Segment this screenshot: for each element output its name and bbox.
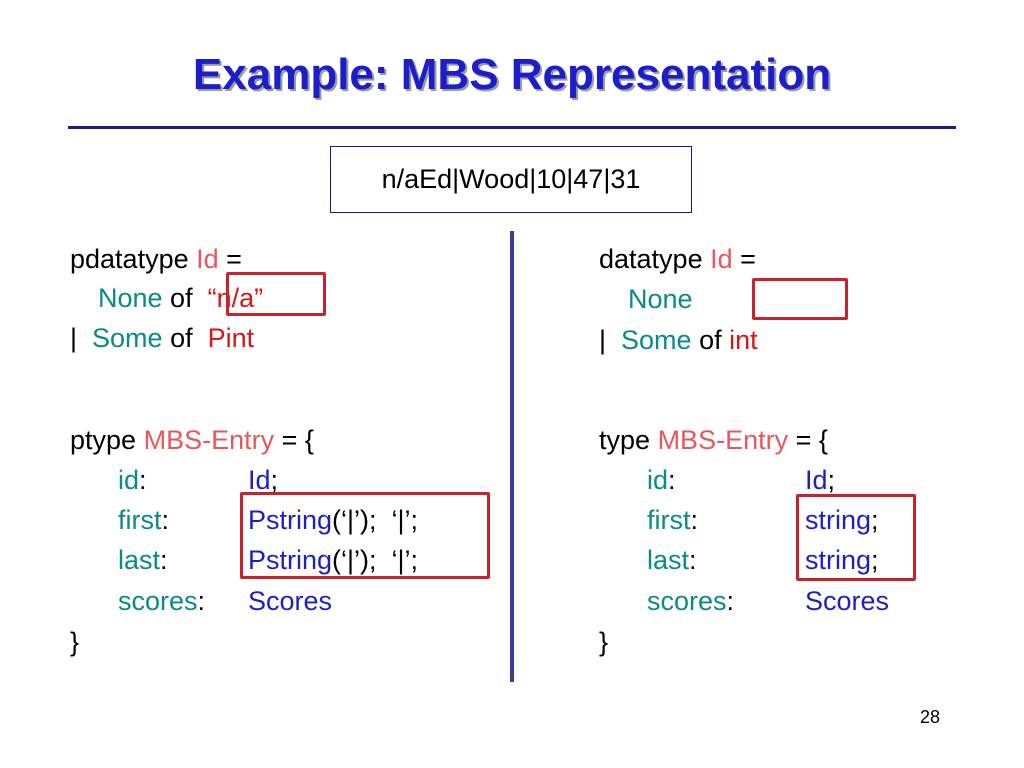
right-bar: | [599,325,607,355]
right-field-name: id: [647,465,676,495]
right-some-of: of [691,325,722,355]
right-datatype-keyword: datatype [599,244,703,274]
title-underline [68,126,956,129]
left-some-constructor: Some [92,323,163,353]
right-string-highlight-box [796,494,916,581]
left-none-highlight-box [226,272,326,316]
left-field-name: last: [118,545,168,575]
page-number: 28 [919,707,940,727]
right-type-name: MBS-Entry [657,425,789,455]
left-string-highlight-box [240,492,490,579]
sample-record-box: n/aEd|Wood|10|47|31 [330,146,692,213]
right-field-type: Id; [805,465,836,495]
left-field-type: Id; [248,465,279,495]
left-none-constructor: None [98,283,163,313]
left-datatype-eq: = [218,244,242,274]
right-field-type: string; [805,505,879,535]
right-datatype-eq: = [732,244,756,274]
right-none-line: None [628,279,693,319]
left-field-type: Scores [248,586,333,616]
right-datatype-line: datatype Id = [599,239,756,279]
left-some-of: of [162,323,193,353]
right-some-type: int [729,325,758,355]
left-datatype-name: Id [196,244,219,274]
left-datatype-line: pdatatype Id = [70,239,242,279]
right-field-name: last: [647,545,697,575]
left-field-name: scores: [118,586,206,616]
left-type-open: = { [274,425,314,455]
left-field-name: first: [118,505,170,535]
left-none-of: of [162,283,193,313]
left-type-name: MBS-Entry [143,425,275,455]
right-close-brace: } [599,627,609,657]
left-type-line: ptype MBS-Entry = { [70,420,314,460]
left-none-value: “n/a” [207,283,264,313]
slide-title: Example: MBS Representation [192,50,832,99]
left-field-type: Pstring(‘|’); ‘|’; [248,505,419,535]
left-datatype-keyword: pdatatype [70,244,189,274]
left-type-keyword: ptype [70,425,137,455]
right-field-name: first: [647,505,699,535]
right-some-line: | Some of int [599,320,758,360]
right-some-constructor: Some [621,325,692,355]
left-some-type: Pint [207,323,255,353]
left-close-brace: } [70,627,80,657]
left-bar: | [70,323,78,353]
left-none-line: None of “n/a” [98,278,263,318]
right-type-line: type MBS-Entry = { [599,420,828,460]
left-some-line: | Some of Pint [70,318,254,358]
left-field-type: Pstring(‘|’); ‘|’; [248,545,419,575]
right-datatype-name: Id [710,244,733,274]
right-type-open: = { [788,425,828,455]
right-field-name: scores: [647,586,735,616]
left-field-name: id: [118,465,147,495]
right-field-type: string; [805,545,879,575]
right-field-type: Scores [805,586,890,616]
right-none-highlight-box [752,278,848,320]
right-type-keyword: type [599,425,651,455]
column-divider [510,231,514,682]
right-none-constructor: None [628,284,693,314]
